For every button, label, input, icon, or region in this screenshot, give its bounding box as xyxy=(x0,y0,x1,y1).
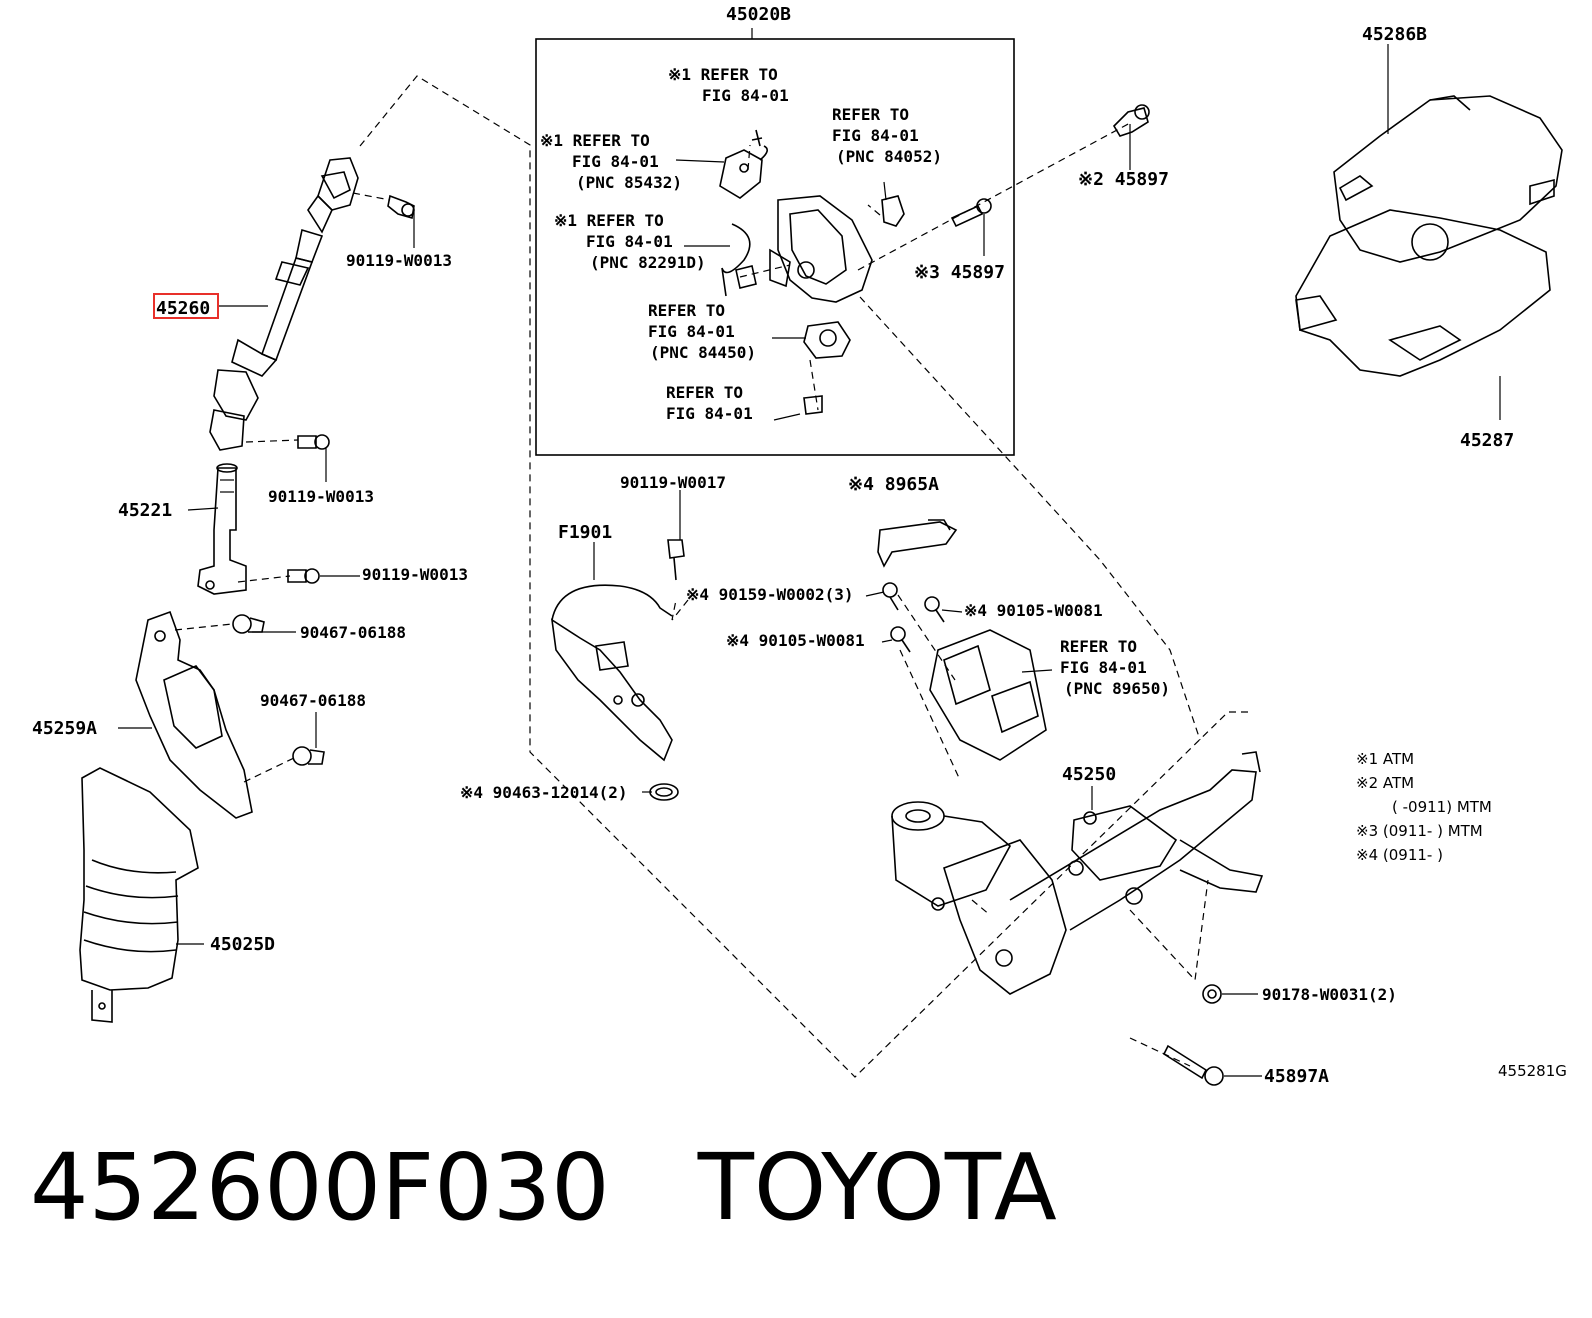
callout-45221: 45221 xyxy=(118,500,172,521)
legend-line-4: ※3 (0911- ) MTM xyxy=(1356,822,1483,840)
callout-F1901: F1901 xyxy=(558,522,612,543)
footer-part-number: 452600F030 xyxy=(30,1134,610,1241)
column-cover-45259A xyxy=(135,610,253,819)
callout-45250: 45250 xyxy=(1062,764,1116,785)
callout-90119-W0013-c: 90119-W0013 xyxy=(362,565,468,584)
bolt-45897A xyxy=(1162,1044,1224,1086)
callout-90467-06188-a: 90467-06188 xyxy=(300,623,406,642)
callout-90105-W0081-a: ※4 90105-W0081 xyxy=(964,601,1103,620)
group-box-45020B xyxy=(535,38,1015,456)
refer-notes: ※1 REFER TO FIG 84-01 ※1 REFER TO FIG 84… xyxy=(540,65,1170,698)
leader-lines xyxy=(118,44,1501,1077)
bolt-45897-lower xyxy=(950,198,992,228)
callout-90463-12014: ※4 90463-12014(2) xyxy=(460,783,628,802)
clamp-90463-12014 xyxy=(649,783,679,801)
refer-note-r4: ※1 REFER TO FIG 84-01 (PNC 82291D) xyxy=(554,211,706,272)
refer-note-r7: REFER TO FIG 84-01 (PNC 89650) xyxy=(1060,637,1170,698)
callout-45897A: 45897A xyxy=(1264,1066,1329,1087)
callout-45286B: 45286B xyxy=(1362,24,1427,45)
callout-45287: 45287 xyxy=(1460,430,1514,451)
callout-8965A: ※4 8965A xyxy=(848,474,939,495)
callout-90119-W0013-a: 90119-W0013 xyxy=(346,251,452,270)
wire-harness-F1901 xyxy=(550,584,673,762)
callout-90467-06188-b: 90467-06188 xyxy=(260,691,366,710)
legend-line-2: ※2 ATM xyxy=(1356,774,1414,792)
legend-line-5: ※4 (0911- ) xyxy=(1356,846,1443,864)
bolt-90119-W0013-mid xyxy=(297,434,330,450)
callout-45025D: 45025D xyxy=(210,934,275,955)
refer-note-r1: ※1 REFER TO FIG 84-01 xyxy=(668,65,789,105)
callout-45020B: 45020B xyxy=(726,4,791,25)
callout-90105-W0081-b: ※4 90105-W0081 xyxy=(726,631,865,650)
callout-45897-atm: ※2 45897 xyxy=(1078,169,1169,190)
bolt-90105-W0081-lower xyxy=(890,626,911,653)
legend: ※1 ATM ※2 ATM ( -0911) MTM ※3 (0911- ) M… xyxy=(1356,750,1492,864)
ignition-switch-components xyxy=(719,129,905,415)
refer-note-r2: ※1 REFER TO FIG 84-01 (PNC 85432) xyxy=(540,131,682,192)
callout-45259A: 45259A xyxy=(32,718,97,739)
figure-ref-code: 455281G xyxy=(1498,1062,1567,1080)
bolt-90119-W0017 xyxy=(667,539,685,581)
bolt-90159-W0002 xyxy=(882,582,899,611)
refer-note-r6: REFER TO FIG 84-01 xyxy=(666,383,753,423)
steering-shaft-45221 xyxy=(197,463,247,595)
callout-90178-W0031: 90178-W0031(2) xyxy=(1262,985,1397,1004)
callout-90119-W0013-b: 90119-W0013 xyxy=(268,487,374,506)
callout-45897-mtm: ※3 45897 xyxy=(914,262,1005,283)
callout-labels: 45020B 45286B ※2 45897 ※3 45897 45287 90… xyxy=(32,4,1514,1087)
nut-90178-W0031 xyxy=(1202,984,1222,1004)
refer-note-r5: REFER TO FIG 84-01 (PNC 84450) xyxy=(648,301,756,362)
column-cover-45286B xyxy=(1333,95,1563,263)
bolt-90105-W0081-upper xyxy=(924,596,945,623)
legend-line-1: ※1 ATM xyxy=(1356,750,1414,768)
clip-90467-06188-lower xyxy=(292,746,325,766)
refer-note-r3: REFER TO FIG 84-01 (PNC 84052) xyxy=(832,105,942,166)
control-module xyxy=(929,629,1047,761)
bolt-90119-W0013-upper xyxy=(387,194,415,220)
intermediate-shaft-45260 xyxy=(209,157,359,451)
legend-line-3: ( -0911) MTM xyxy=(1392,798,1492,816)
callout-45260: 45260 xyxy=(156,298,210,319)
steering-column-45250 xyxy=(891,751,1264,995)
bracket-8965A xyxy=(877,519,958,568)
highlight-box-45260 xyxy=(153,293,219,319)
callout-90159-W0002: ※4 90159-W0002(3) xyxy=(686,585,854,604)
bolt-90119-W0013-lower xyxy=(287,568,320,584)
column-cover-45287 xyxy=(1295,209,1551,377)
footer-brand: TOYOTA xyxy=(697,1134,1057,1241)
boot-45025D xyxy=(79,767,199,1023)
clip-90467-06188-upper xyxy=(232,614,265,634)
bolt-45897-upper xyxy=(1112,104,1150,137)
callout-90119-W0017: 90119-W0017 xyxy=(620,473,726,492)
